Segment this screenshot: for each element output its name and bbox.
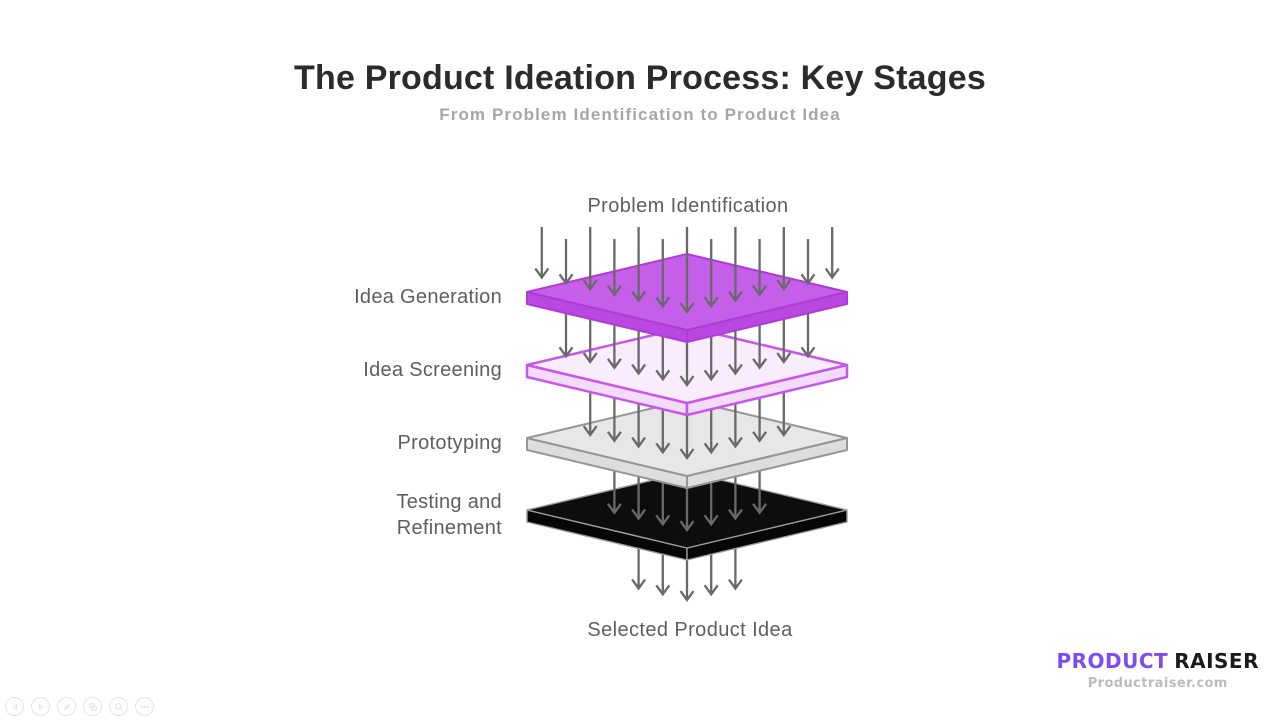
flow-arrow (727, 227, 743, 303)
presentation-controls (5, 697, 154, 716)
pencil-icon (63, 703, 70, 710)
flow-arrow (582, 227, 598, 291)
brand-name-secondary: RAISER (1174, 649, 1259, 673)
copy-icon (88, 702, 97, 711)
next-button[interactable] (31, 697, 50, 716)
arrow-row-0 (534, 227, 840, 314)
brand-website: Productraiser.com (1087, 676, 1228, 691)
flow-arrow (800, 239, 816, 286)
duplicate-button[interactable] (83, 697, 102, 716)
flow-arrow (606, 239, 622, 297)
flow-arrow (776, 227, 792, 291)
flow-arrow (655, 239, 671, 309)
slide-subtitle: From Problem Identification to Product I… (439, 105, 841, 124)
diagram-input-label: Problem Identification (587, 195, 789, 217)
flow-arrow (679, 227, 695, 314)
previous-icon (12, 703, 17, 710)
ellipsis-icon (140, 705, 149, 708)
slide-title: The Product Ideation Process: Key Stages (294, 59, 986, 97)
previous-button[interactable] (5, 697, 24, 716)
flow-arrow (824, 227, 840, 280)
diagram-output-label: Selected Product Idea (587, 619, 793, 641)
flow-arrow (534, 227, 550, 280)
flow-arrow (703, 239, 719, 309)
magnifier-icon (114, 702, 123, 711)
edit-button[interactable] (57, 697, 76, 716)
flow-arrow (752, 239, 768, 297)
more-button[interactable] (135, 697, 154, 716)
next-icon (38, 703, 43, 710)
zoom-button[interactable] (109, 697, 128, 716)
flow-arrow (558, 239, 574, 286)
brand-name-primary: PRODUCT (1056, 649, 1169, 673)
flow-arrow (631, 227, 647, 303)
